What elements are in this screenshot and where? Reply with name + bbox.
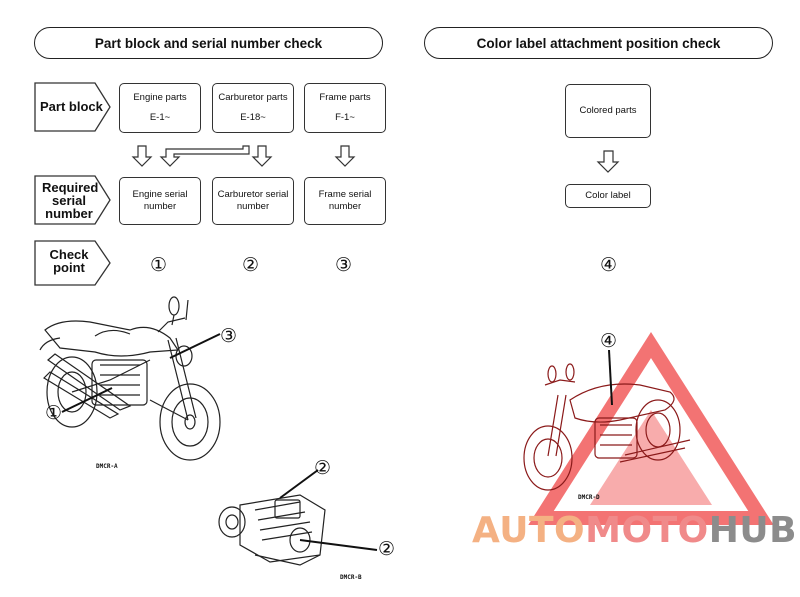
check-point-1: ① — [150, 254, 168, 276]
motorcycle-callout-1: ① — [45, 402, 63, 424]
rear-wheel-outer — [46, 356, 98, 428]
check-point-label-shape — [34, 240, 111, 286]
front-wheel-outer — [159, 383, 221, 461]
carburetor-serial-box: Carburetor serial number — [212, 177, 294, 225]
engine-parts-box: Engine parts E-1~ — [119, 83, 201, 133]
down-arrow-frame — [334, 145, 356, 167]
bent-arrow-carburetor-to-engine — [159, 145, 250, 167]
engine-callout-lower: ② — [378, 538, 396, 560]
right-motorcycle-callout-4: ④ — [600, 330, 618, 352]
part-block-label: Part block — [40, 99, 103, 114]
down-arrow-colored-parts — [596, 150, 620, 173]
down-arrow-carburetor — [251, 145, 273, 167]
watermark-triangle — [528, 331, 774, 525]
engine-callout-upper: ② — [314, 457, 332, 479]
color-label-title: Color label attachment position check — [476, 35, 721, 51]
part-block-title: Part block and serial number check — [94, 35, 323, 51]
part-block-label-shape — [34, 82, 111, 132]
engine-callout-lower-leader — [299, 539, 378, 551]
watermark-text: AUTOMOTOHUB — [472, 510, 798, 551]
colored-parts-box: Colored parts — [565, 84, 651, 138]
check-point-4: ④ — [600, 254, 618, 276]
carburetor-parts-box: Carburetor parts E-18~ — [212, 83, 294, 133]
required-serial-label: Required serial number — [42, 180, 99, 221]
down-arrow-engine — [131, 145, 153, 167]
motorcycle-callout-1-leader — [61, 387, 113, 413]
engine-callout-upper-leader — [279, 469, 319, 499]
right-rear-wheel — [635, 399, 681, 461]
engine-serial-box: Engine serial number — [119, 177, 201, 225]
right-callout-leader — [608, 349, 613, 406]
part-block-header: Part block and serial number check — [34, 27, 383, 59]
check-point-3: ③ — [335, 254, 353, 276]
check-point-2: ② — [242, 254, 260, 276]
frame-serial-box: Frame serial number — [304, 177, 386, 225]
motorcycle-callout-3: ③ — [220, 325, 238, 347]
color-label-header: Color label attachment position check — [424, 27, 773, 59]
required-serial-label-shape — [34, 175, 111, 225]
check-point-label: Check point — [49, 247, 89, 275]
motorcycle-caption: DMCR-A — [96, 463, 118, 470]
right-motorcycle-caption: DMCR-D — [578, 494, 600, 501]
color-label-box: Color label — [565, 184, 651, 208]
engine-illustration — [218, 494, 326, 566]
frame-parts-box: Frame parts F-1~ — [304, 83, 386, 133]
motorcycle-callout-3-leader — [169, 333, 221, 359]
engine-caption: DMCR-B — [340, 574, 362, 581]
right-front-wheel — [523, 425, 573, 491]
